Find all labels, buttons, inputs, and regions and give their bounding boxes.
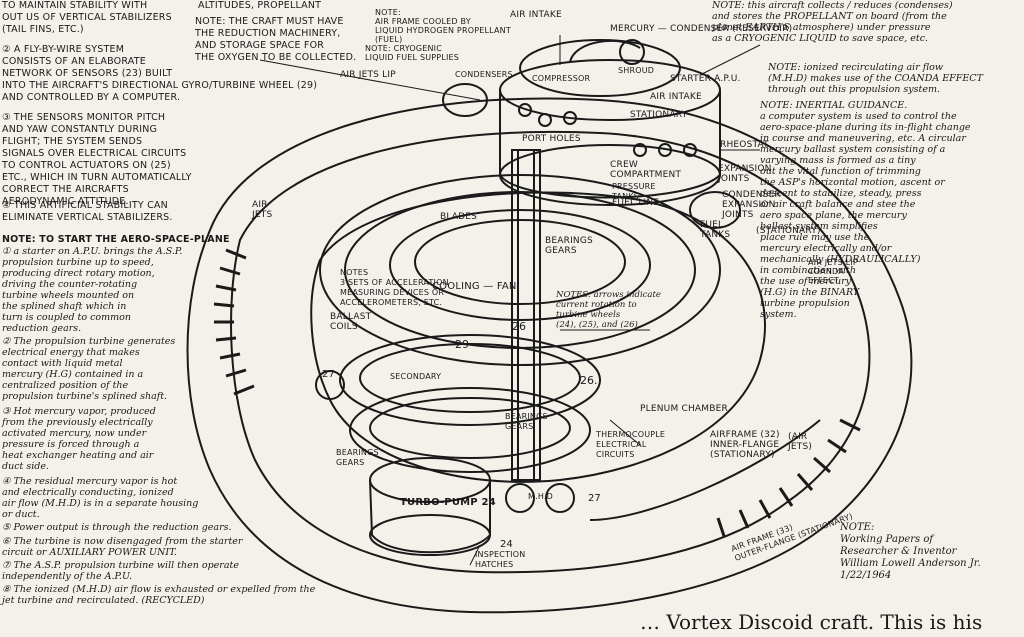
label-arrows-note: NOTES: arrows indicate current rotation … [556,290,661,330]
note-propellant-storage: NOTE: this aircraft collects / reduces (… [712,0,953,44]
note-start-title: NOTE: TO START the AERO-SPACE-PLANE [2,234,230,245]
note-reduction-machinery: NOTE: THE CRAFT MUST HAVE THE REDUCTION … [195,16,357,63]
gear-ring-upper [339,334,601,426]
outer-disc-inner-rim [230,130,871,574]
label-crew-compartment: CREW COMPARTMENT [610,160,682,180]
note-start-8: ⑧ The ionized (M.H.D) air flow is exhaus… [2,584,316,606]
crew-compartment-body [499,90,721,199]
label-bearings-gears: BEARINGS GEARS [545,236,593,256]
label-air-intake-right: AIR INTAKE [650,92,702,102]
label-number-26: 26 [512,320,526,333]
turbo-pump-top [369,457,491,503]
outer-flange-bottom [589,419,821,521]
label-air-jets-left: AIR Jets [252,200,273,220]
label-number-27b: 27 [588,493,601,504]
label-inspection-hatches: INSPECTION HATCHES [475,550,526,569]
note-altitudes: ALTITUDES, PROPELLANT [198,0,322,11]
label-turbo-pump: TURBO-PUMP 24 [400,497,496,508]
note-airframe-cooled: NOTE: AIR FRAME COOLED BY LIQUID HYDROGE… [375,8,511,44]
crew-compartment-top [519,39,681,97]
working-papers-signature: NOTE: Working Papers of Researcher & Inv… [840,522,981,581]
note-start-2: ② The propulsion turbine generates elect… [2,336,176,402]
note-stability: TO MAINTAIN STABILITY WITH OUT US OF VER… [2,0,172,35]
label-blades: BLADES [440,212,478,222]
note-air-jets-lip-coanda: AIR JETS LIP COANDA EFFECT [808,258,858,285]
label-stationary-right: (STATIONARY) [756,226,821,236]
label-cooling-fan: COOLING — FAN [432,281,517,292]
label-secondary: SECONDARY [390,372,442,381]
label-air-intake-top: AIR INTAKE [510,10,562,20]
cooling-fan-ring-inner [389,209,651,321]
caption-text: … Vortex Discoid craft. This is his [640,610,983,634]
note-start-3: ③ Hot mercury vapor, produced from the p… [2,406,156,472]
note-cryogenic: NOTE: CRYOGENIC LIQUID FUEL SUPPLIES [365,44,460,62]
note-start-1: ① a starter on A.P.U. brings the A.S.P. … [2,246,183,334]
shroud-circle [619,39,645,65]
note-sensors: ③ THE SENSORS MONITOR PITCH AND YAW CONS… [2,112,192,207]
label-expansion-joints: EXPANSION JOINTS [718,164,772,184]
label-air-jets-right: (AIR Jets) [788,432,813,452]
label-mercury-condenser: MERCURY — CONDENSER (RESERVOIR) [610,24,793,34]
label-accelerometers-note: NOTES 3 SETS OF ACCELERATION MEASURING D… [340,268,449,307]
label-airframe-inner: AIRFRAME (32) INNER-FLANGE (STATIONARY) [710,430,780,460]
label-ballast-coils: BALLAST COILS [330,312,372,332]
fuel-tank-left [442,83,488,117]
label-plenum-chamber: PLENUM CHAMBER [640,404,728,414]
label-number-24: 24 [500,539,513,550]
outer-disc [186,97,913,614]
cooling-fan-ring-outer [319,174,721,366]
central-shaft [511,149,541,481]
note-inertial-guidance: NOTE: INERTIAL GUIDANCE. a computer syst… [760,100,971,320]
label-stationary: STATIONARY [630,110,688,120]
label-condensers: CONDENSERS [455,70,513,79]
label-number-29: 29 [455,338,469,351]
label-fuel-line: FUEL LINE [612,198,660,208]
note-start-7: ⑦ The A.S.P. propulsion turbine will the… [2,560,239,582]
label-starter-apu: STARTER A.P.U. [670,74,741,84]
label-fuel-tanks: FUEL TANKS [700,220,731,240]
fuel-tank-right [689,191,741,229]
label-shroud: SHROUD [618,66,655,75]
label-pressure-tanks: PRESSURE TANKS [612,182,656,201]
label-condenser: CONDENSER EXPANSION JOINTS [722,190,781,220]
label-rheostat: RHEOSTAT [720,140,769,150]
label-compressor: COMPRESSOR [532,74,591,83]
note-start-6: ⑥ The turbine is now disengaged from the… [2,536,243,558]
note-fly-by-wire: ② A FLY-BY-WIRE SYSTEM CONSISTS OF AN EL… [2,44,318,103]
label-number-26b: 26. [580,374,598,387]
note-start-5: ⑤ Power output is through the reduction … [2,522,232,533]
label-air-jets-lip: AIR JETS LIP [340,70,396,80]
note-start-4: ④ The residual mercury vapor is hot and … [2,476,199,520]
label-thermocouple: THERMOCOUPLE ELECTRICAL CIRCUITS [596,430,666,459]
label-port-holes: PORT HOLES [522,134,581,144]
note-artificial-stability: ④ THIS ARTIFICIAL STABILITY CAN ELIMINAT… [2,200,173,223]
note-mhd-coanda: NOTE: ionized recirculating air flow (M.… [768,62,983,95]
label-number-27: 27 [322,369,335,380]
apu-dome [569,39,641,63]
label-mhd-box: M.H.D [528,492,554,501]
label-bearings-gears-3: BEARINGS GEARS [336,448,379,467]
label-bearings-gears-2: BEARINGS GEARS [505,412,548,431]
gear-ring-lower [349,387,591,473]
